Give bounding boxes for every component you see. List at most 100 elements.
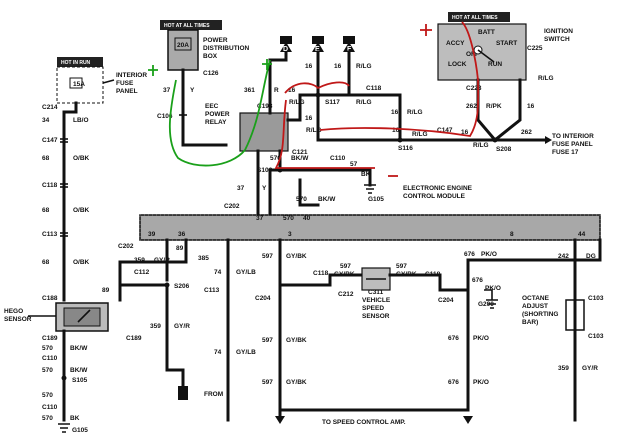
wire-597e-num: 597 xyxy=(396,263,407,270)
wire-rpk-color: R/PK xyxy=(486,103,502,110)
to-fuse-label-3: FUSE 17 xyxy=(552,149,579,156)
red-annotation-relay xyxy=(274,99,375,169)
c110-left-b-label: C110 xyxy=(42,404,58,411)
wire-ya-color: Y xyxy=(190,87,195,94)
eec-module-bar xyxy=(139,214,601,241)
to-fuse-label-1: TO INTERIOR xyxy=(552,133,594,140)
interior-fuse-label-1: INTERIOR xyxy=(116,72,147,79)
wire-74b-num: 74 xyxy=(214,349,222,356)
pin-8-label: 8 xyxy=(510,231,514,238)
c118-top-label: C118 xyxy=(366,85,382,92)
wire-359c-num: 359 xyxy=(558,365,569,372)
c147-right-label: C147 xyxy=(437,127,453,134)
wire-pko-top-color: PK/O xyxy=(481,251,497,258)
wire-16h-num: 16 xyxy=(527,103,535,110)
wire-37b-num: 37 xyxy=(237,185,245,192)
wire-570-num: 570 xyxy=(270,155,281,162)
wire-bk-mid-color: BK xyxy=(361,171,371,178)
ground-symbol-left xyxy=(58,423,70,433)
c223-label: C223 xyxy=(466,85,482,92)
c112-label: C112 xyxy=(134,269,150,276)
eec-module-texture xyxy=(139,214,601,241)
interior-fuse-label-2: FUSE xyxy=(116,80,134,87)
svg-text:F: F xyxy=(347,46,352,53)
ign-lock-label: LOCK xyxy=(448,61,467,68)
wire-bk-left-color: BK xyxy=(70,415,80,422)
from-connector xyxy=(178,386,188,400)
wire-89b-num: 89 xyxy=(102,287,110,294)
interior-fuse-label-3: PANEL xyxy=(116,88,138,95)
wire-rlg-b-color: R/LG xyxy=(289,99,305,106)
green-plus-1 xyxy=(148,65,158,76)
wire-570d-num: 570 xyxy=(42,367,53,374)
wire-676d-num: 676 xyxy=(448,379,459,386)
wire-pkob-color: PK/O xyxy=(473,335,489,342)
ign-switch-blade xyxy=(477,49,495,63)
hot-all-times-box-1 xyxy=(160,20,222,30)
ign-switch-label-1: IGNITION xyxy=(544,28,573,35)
wire-16b-num: 16 xyxy=(334,63,342,70)
vss-label-2: SPEED xyxy=(362,305,384,312)
red-plus xyxy=(420,24,432,36)
wire-34-num: 34 xyxy=(42,117,50,124)
from-label: FROM xyxy=(204,391,223,398)
hot-all-times-box-2 xyxy=(448,12,510,22)
wire-676-num: 676 xyxy=(472,277,483,284)
fuse-20a-symbol xyxy=(174,37,192,51)
wire-gybkc-color: GY/BK xyxy=(286,379,307,386)
wire-385-num: 385 xyxy=(198,255,209,262)
wire-16e-num: 16 xyxy=(305,115,313,122)
wire-obk-a-color: O/BK xyxy=(73,155,90,162)
wire-68b-num: 68 xyxy=(42,207,50,214)
c225-label: C225 xyxy=(527,45,543,52)
g105-left-label: G105 xyxy=(72,427,88,434)
wire-597-gybk xyxy=(278,238,470,412)
red-annotation-top xyxy=(284,81,350,94)
s105-label: S105 xyxy=(72,377,88,384)
ground-symbol-mid xyxy=(364,184,376,194)
c113-left-label: C113 xyxy=(42,231,58,238)
wire-gybkb-color: GY/BK xyxy=(286,337,307,344)
eec-relay-label-3: RELAY xyxy=(205,119,227,126)
c204-left-label: C204 xyxy=(255,295,271,302)
octane-label-4: BAR) xyxy=(522,319,538,326)
s116-label: S116 xyxy=(398,145,413,152)
c193-label: C193 xyxy=(257,103,273,110)
g200-label: G200 xyxy=(478,301,494,308)
c202-top-label: C202 xyxy=(224,203,240,210)
arrow-down-right xyxy=(463,416,473,424)
pin-36-label: 36 xyxy=(178,231,186,238)
terminal-f: F xyxy=(343,36,355,53)
wire-gylbb-color: GY/LB xyxy=(236,349,256,356)
fuse-20a-label: 20A xyxy=(177,42,189,49)
wire-676b-num: 676 xyxy=(448,335,459,342)
interior-fuse-panel-box xyxy=(56,66,104,104)
wire-r-color: R xyxy=(274,87,279,94)
c147-left-label: C147 xyxy=(42,137,58,144)
c311-label: C311 xyxy=(368,289,384,296)
splice-s206-dot xyxy=(164,282,170,288)
g105-mid-label: G105 xyxy=(368,196,384,203)
green-annotation-path xyxy=(168,59,271,167)
c118-right-label: C118 xyxy=(425,271,441,278)
wire-676c-num: 676 xyxy=(464,251,475,258)
wire-16-rlg-main xyxy=(286,93,447,142)
terminal-d: D xyxy=(280,36,292,53)
wire-rlg-d-color: R/LG xyxy=(407,109,423,116)
wire-570c-num: 570 xyxy=(42,345,53,352)
wire-lbo-color: LB/O xyxy=(73,117,89,124)
wire-16f-num: 16 xyxy=(392,127,400,134)
wire-37a-num: 37 xyxy=(163,87,171,94)
wire-dg-color: DG xyxy=(586,253,596,260)
c103-bottom-label: C103 xyxy=(588,333,604,340)
wire-361-r xyxy=(268,48,288,115)
c212-label: C212 xyxy=(338,291,354,298)
c121-label: C121 xyxy=(292,149,308,156)
wire-68c-num: 68 xyxy=(42,259,50,266)
wire-242-num: 242 xyxy=(558,253,569,260)
eec-relay-label-1: EEC xyxy=(205,103,219,110)
wire-obk-c-color: O/BK xyxy=(73,259,90,266)
ign-run-label: RUN xyxy=(488,61,502,68)
ign-accy-label: ACCY xyxy=(446,40,465,47)
wire-597-num: 597 xyxy=(262,253,273,260)
